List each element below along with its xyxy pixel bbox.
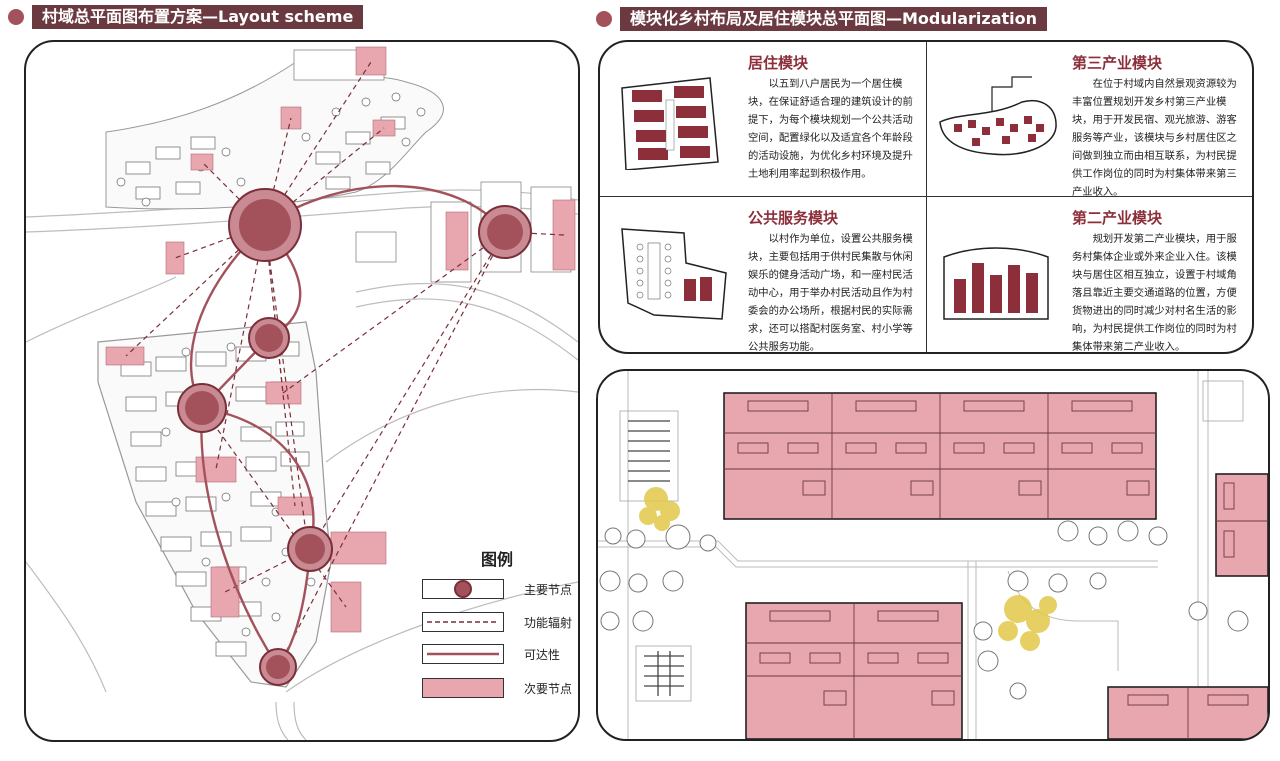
legend-item-main-node: 主要节点 [422,579,572,599]
right-header-title: 模块化乡村布局及居住模块总平面图—Modularization [620,7,1048,31]
village-master-plan-map [26,46,578,740]
residential-module-thumbnail [621,77,719,170]
module-description: 以村作为单位，设置公共服务模块，主要包括用于供村民集散与休闲娱乐的健身活动广场，… [748,233,913,353]
tertiary-module-thumbnail [939,76,1057,156]
module-description: 规划开发第二产业模块，用于服务村集体企业或外来企业入住。该模块与居住区相互独立，… [1072,233,1237,353]
function-radiation-swatch [422,612,504,632]
right-header-dot [596,11,612,27]
left-header-title: 村域总平面图布置方案—Layout scheme [32,5,364,29]
legend-item-accessibility: 可达性 [422,644,560,664]
left-section-header: 村域总平面图布置方案—Layout scheme [8,5,364,29]
module-title: 居住模块 [748,54,809,72]
module-description-panel: 居住模块 以五到八户居民为一个居住模块，在保证舒适合理的建筑设计的前提下，为每个… [598,40,1254,354]
right-section-header: 模块化乡村布局及居住模块总平面图—Modularization [596,7,1048,31]
accessibility-swatch [422,644,504,664]
grid-divider-vertical [926,42,927,352]
residential-module-site-plan [598,371,1268,739]
village-master-plan-panel: 图例 主要节点 功能辐射 可达性 次要节点 [24,40,580,742]
legend-label: 主要节点 [524,582,573,597]
grid-divider-horizontal [600,196,1252,197]
legend-label: 功能辐射 [524,615,573,630]
module-description: 以五到八户居民为一个居住模块，在保证舒适合理的建筑设计的前提下，为每个模块规划一… [748,78,913,180]
legend-label: 次要节点 [524,681,573,696]
legend-item-secondary-node: 次要节点 [422,678,572,698]
module-residential: 居住模块 以五到八户居民为一个居住模块，在保证舒适合理的建筑设计的前提下，为每个… [600,42,926,196]
left-header-dot [8,9,24,25]
main-node-swatch [422,579,504,599]
module-title: 公共服务模块 [748,209,839,227]
secondary-module-thumbnail [943,247,1049,320]
module-public-service: 公共服务模块 以村作为单位，设置公共服务模块，主要包括用于供村民集散与休闲娱乐的… [600,197,926,352]
residential-module-site-plan-panel [596,369,1270,741]
legend-item-function-radiation: 功能辐射 [422,612,572,632]
module-secondary-industry: 第二产业模块 规划开发第二产业模块，用于服务村集体企业或外来企业入住。该模块与居… [926,197,1252,352]
legend-title: 图例 [481,550,514,569]
legend-label: 可达性 [524,647,561,662]
module-description: 在位于村域内自然景观资源较为丰富位置规划开发乡村第三产业模块，用于开发民宿、观光… [1072,78,1237,198]
module-title: 第二产业模块 [1072,209,1163,227]
public-service-module-thumbnail [621,228,727,320]
secondary-node-swatch [422,678,504,698]
module-title: 第三产业模块 [1072,54,1163,72]
module-tertiary-industry: 第三产业模块 在位于村域内自然景观资源较为丰富位置规划开发乡村第三产业模块，用于… [926,42,1252,198]
